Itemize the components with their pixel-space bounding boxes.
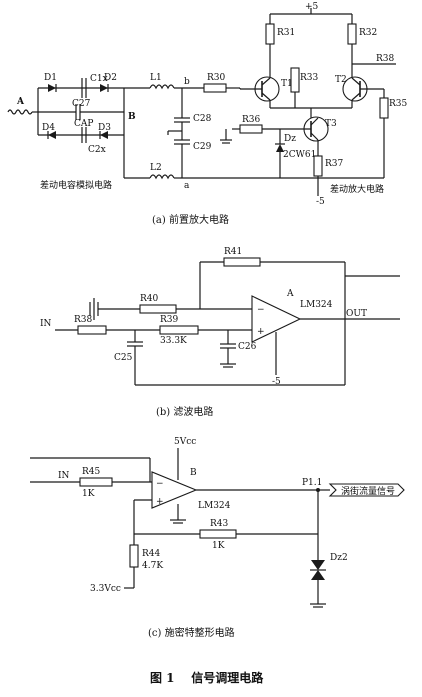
opamp-b-plus: + [156, 497, 164, 507]
resistor-r30 [203, 83, 227, 93]
resistor-r37 [313, 155, 323, 177]
resistor-r45 [79, 477, 113, 487]
label-c26: C26 [238, 342, 257, 352]
label-c25: C25 [114, 353, 133, 363]
label-d4: D4 [42, 123, 55, 133]
caption-a: (a) 前置放大电路 [152, 213, 229, 226]
resistor-r44 [129, 544, 139, 568]
label-node-b: B [128, 112, 136, 122]
label-out: OUT [346, 309, 367, 319]
label-r43-value: 1K [212, 541, 225, 551]
label-r31: R31 [277, 28, 295, 38]
label-r38-a: R38 [376, 54, 395, 64]
label-cap: CAP [74, 119, 93, 129]
label-c29: C29 [193, 142, 212, 152]
label-opamp-a-tag: A [286, 289, 294, 299]
label-c1x: C1x [90, 74, 108, 84]
label-node-a-in: A [16, 97, 25, 107]
caption-c: (c) 施密特整形电路 [148, 626, 235, 639]
label-r45: R45 [82, 467, 101, 477]
opamp-b-minus: − [156, 479, 164, 489]
label-l2: L2 [150, 163, 162, 173]
schmitt-circuit: 5Vcc IN R45 1K − + B LM324 P1.1 涡街流量信号 R… [30, 437, 405, 639]
diode-d1 [48, 84, 56, 92]
label-r38-b: R38 [74, 315, 93, 325]
label-plus5: +5 [305, 2, 319, 12]
preamp-circuit: +5 R31 R32 R38 T1 T2 R33 [7, 2, 408, 226]
label-flag: 涡街流量信号 [341, 485, 395, 497]
resistor-r36 [239, 124, 263, 134]
resistor-r35 [379, 97, 389, 119]
label-r39-value: 33.3K [160, 336, 187, 346]
label-sim-circuit: 差动电容模拟电路 [40, 179, 112, 191]
label-r37: R37 [325, 159, 344, 169]
zener-dz [276, 144, 284, 152]
label-amp-circuit: 差动放大电路 [330, 183, 384, 195]
diode-d3 [100, 131, 108, 139]
filter-circuit: IN R38 R39 33.3K C25 C26 R40 [40, 247, 400, 418]
inductor-l1 [149, 84, 175, 90]
label-r35: R35 [389, 99, 408, 109]
opamp-b [151, 471, 198, 509]
label-p11: P1.1 [302, 478, 322, 488]
diode-d2 [100, 84, 108, 92]
label-r44: R44 [142, 549, 161, 559]
figure-title: 图 1 信号调理电路 [150, 670, 264, 685]
inductor-l2 [149, 174, 175, 180]
label-dz2: Dz2 [330, 553, 348, 563]
resistor-r38-b [77, 325, 107, 335]
label-r40: R40 [140, 294, 159, 304]
label-opamp-b-tag: B [190, 468, 197, 478]
label-minus5-b: -5 [272, 377, 281, 387]
resistor-r32 [347, 23, 357, 45]
label-minus5: -5 [316, 197, 325, 207]
resistor-r31 [265, 23, 275, 45]
zener-dz2 [311, 560, 325, 570]
label-opamp-b: LM324 [198, 501, 231, 511]
resistor-r40 [139, 304, 177, 314]
label-r39: R39 [160, 315, 179, 325]
label-c28: C28 [193, 114, 212, 124]
opamp-a-plus: + [257, 327, 265, 337]
label-r43: R43 [210, 519, 229, 529]
opamp-a [251, 295, 302, 343]
label-t2: T2 [335, 75, 347, 85]
label-r45-value: 1K [82, 489, 95, 499]
label-r33: R33 [300, 73, 319, 83]
label-r36: R36 [242, 115, 261, 125]
label-r30: R30 [207, 73, 226, 83]
label-c27: C27 [72, 99, 91, 109]
resistor-r41 [223, 257, 261, 267]
label-in-b: IN [40, 319, 52, 329]
label-dz: Dz [284, 134, 296, 144]
label-l1: L1 [150, 73, 162, 83]
resistor-r43 [199, 529, 237, 539]
label-d2: D2 [104, 73, 117, 83]
label-in-c: IN [58, 471, 70, 481]
label-t1: T1 [281, 79, 293, 89]
label-c2x: C2x [88, 145, 106, 155]
caption-b: (b) 滤波电路 [156, 405, 213, 418]
label-opamp-a: LM324 [300, 300, 333, 310]
label-r44-value: 4.7K [142, 561, 163, 571]
label-node-a-small: a [184, 181, 190, 191]
label-r41: R41 [224, 247, 242, 257]
label-3v3: 3.3Vcc [90, 584, 121, 594]
label-node-b-small: b [184, 77, 190, 87]
resistor-r39 [159, 325, 199, 335]
output-flag [328, 483, 405, 497]
label-5vcc: 5Vcc [174, 437, 196, 447]
diode-d4 [48, 131, 56, 139]
label-2cw61: 2CW61 [283, 150, 316, 160]
label-r32: R32 [359, 28, 377, 38]
resistor-r33 [290, 67, 300, 93]
label-t3: T3 [325, 119, 337, 129]
label-d1: D1 [44, 73, 57, 83]
opamp-a-minus: − [257, 305, 265, 315]
label-d3: D3 [98, 123, 111, 133]
